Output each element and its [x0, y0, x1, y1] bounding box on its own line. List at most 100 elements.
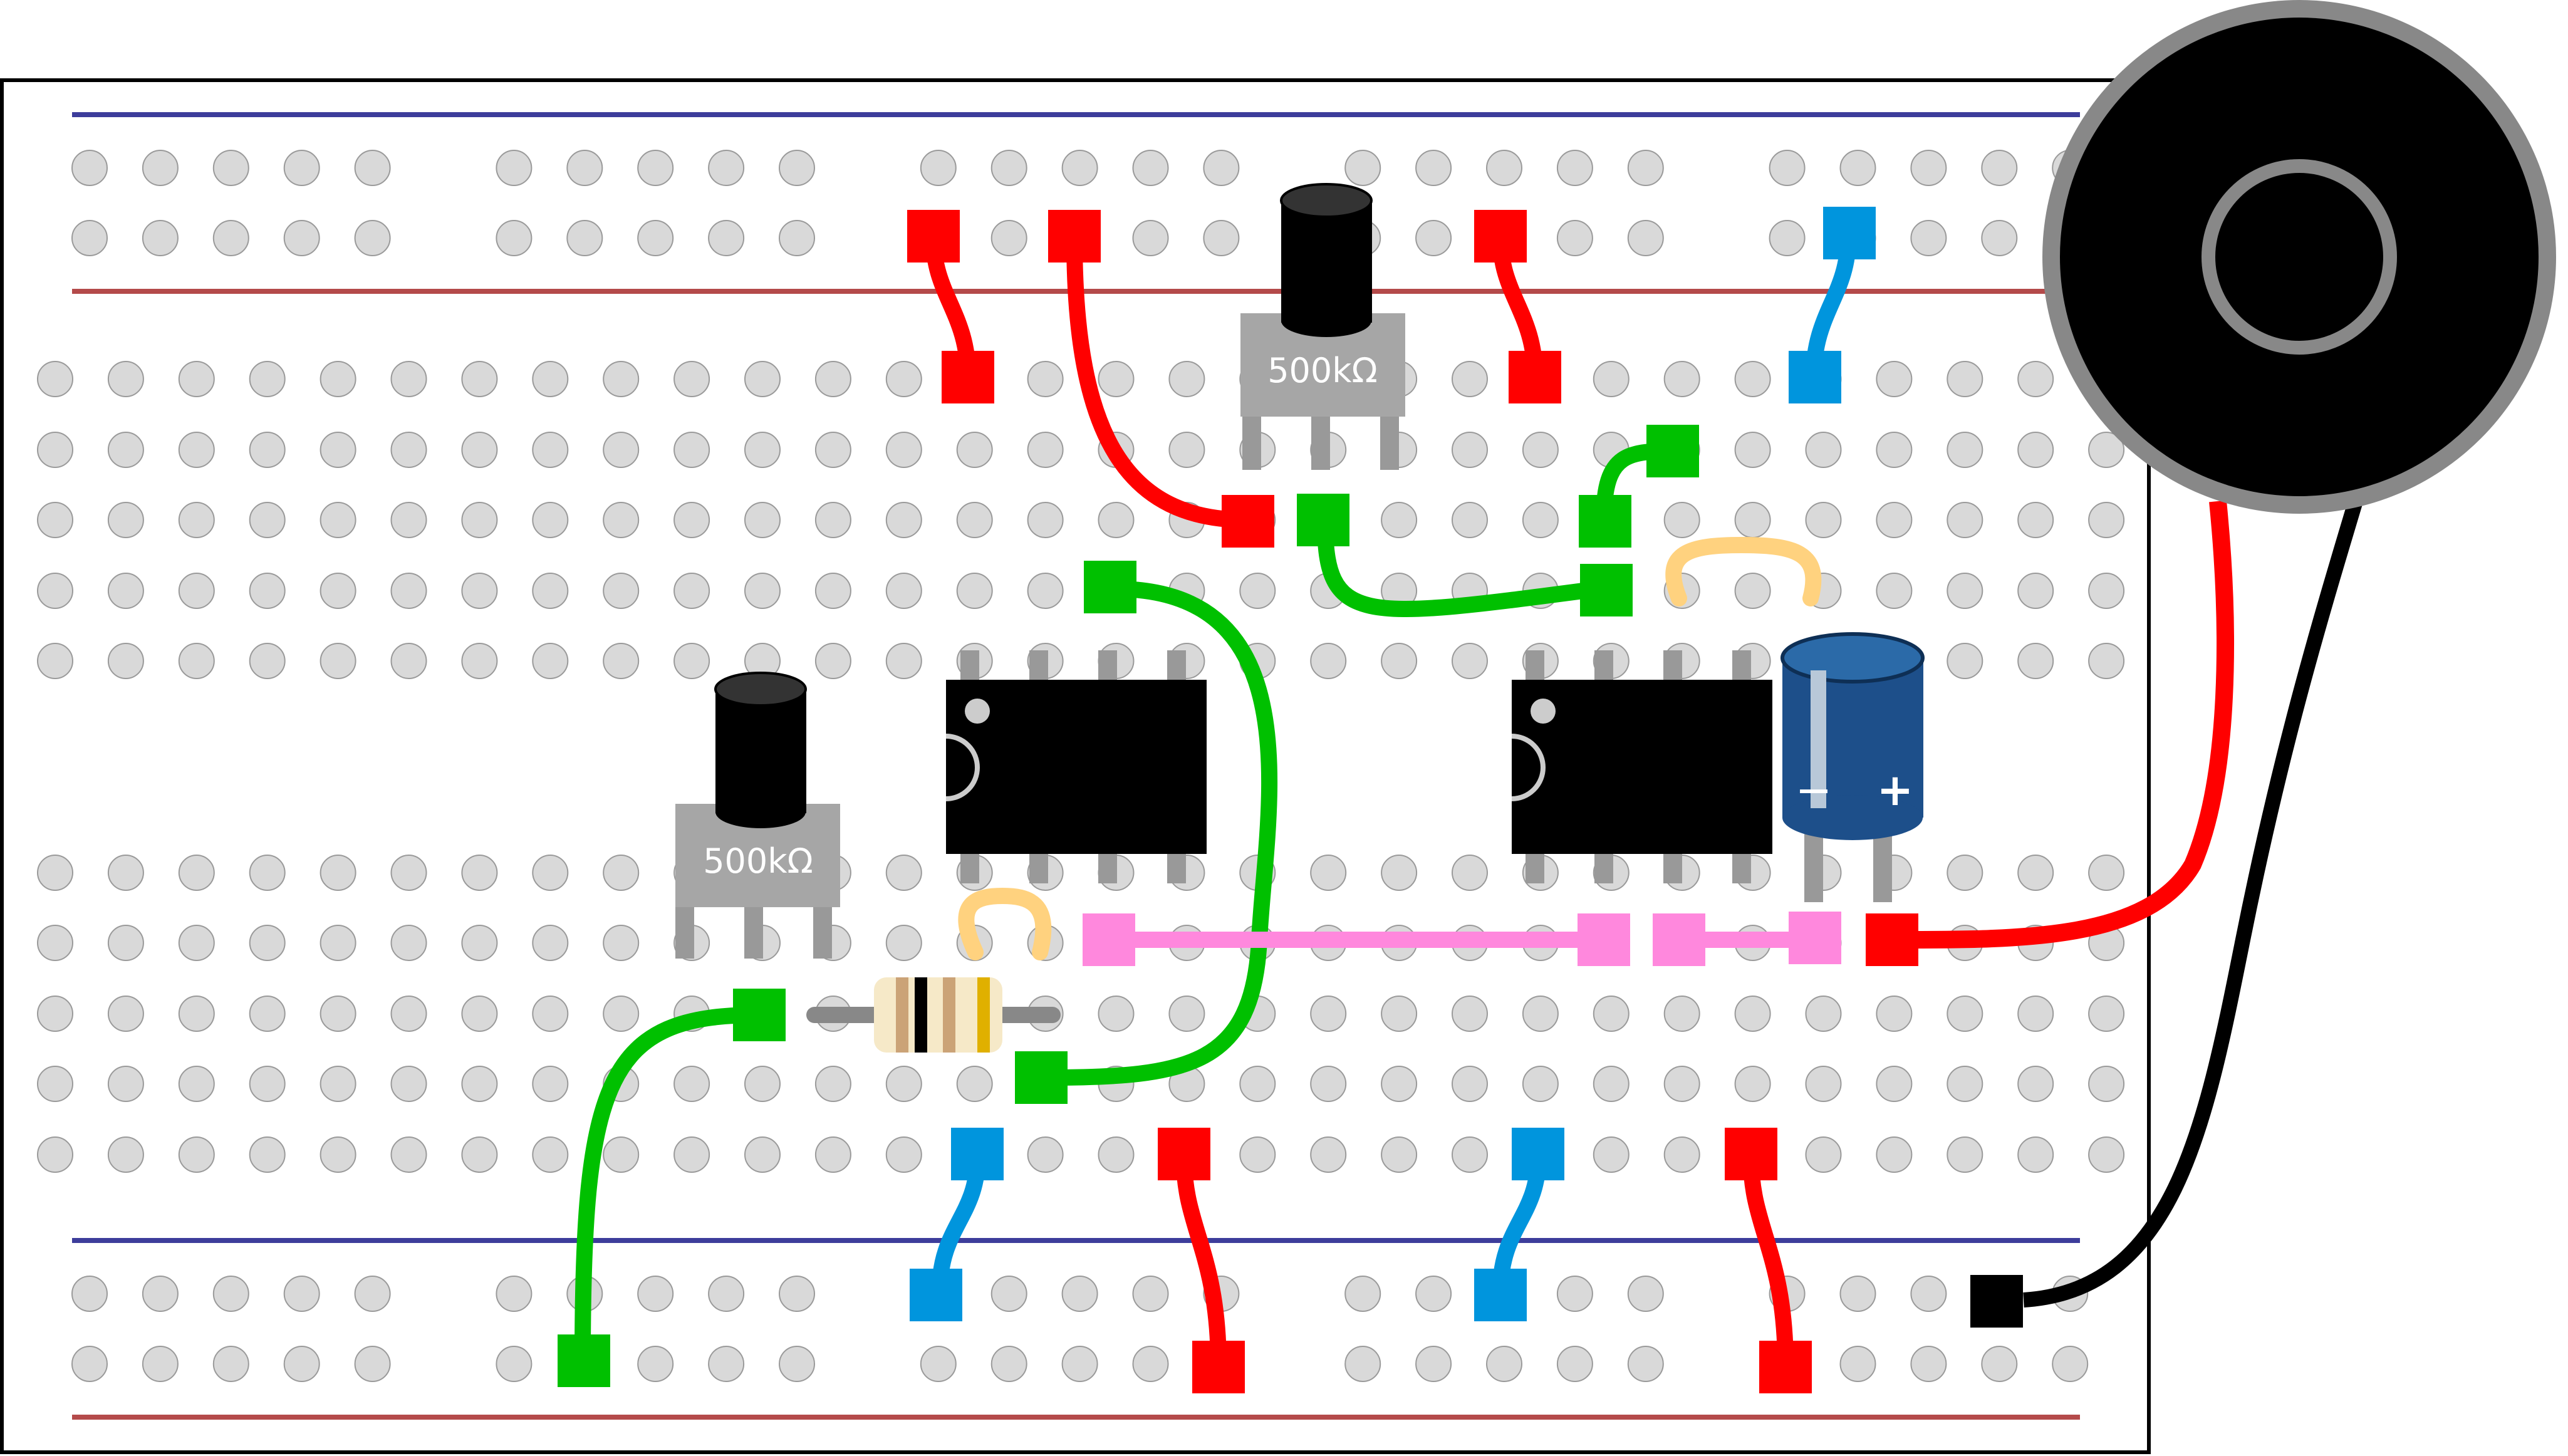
breadboard-hole: [1876, 432, 1913, 468]
breadboard-hole: [249, 925, 286, 961]
breadboard-hole: [532, 432, 569, 468]
wire-red-top-2: [1048, 210, 1274, 548]
breadboard-hole: [885, 432, 922, 468]
breadboard-hole: [1593, 1136, 1630, 1173]
breadboard-hole: [1027, 432, 1064, 468]
breadboard-hole: [142, 1346, 179, 1382]
breadboard-hole: [1132, 150, 1169, 186]
breadboard-hole: [603, 855, 640, 891]
breadboard-hole: [71, 1276, 108, 1312]
breadboard-hole: [107, 925, 144, 961]
wire-green-3: [1015, 561, 1278, 1104]
breadboard-hole: [1556, 150, 1593, 186]
breadboard-hole: [461, 502, 498, 538]
breadboard-hole: [532, 502, 569, 538]
breadboard-hole: [1203, 150, 1240, 186]
wire-red-bottom-1: [1158, 1128, 1245, 1393]
breadboard-hole: [1805, 1136, 1842, 1173]
speaker-lead-red: [1866, 500, 2234, 966]
breadboard-hole: [1734, 432, 1771, 468]
breadboard-hole: [461, 1066, 498, 1102]
breadboard-hole: [320, 855, 356, 891]
breadboard-hole: [461, 432, 498, 468]
breadboard-hole: [1027, 502, 1064, 538]
wire-blue-bottom-2: [1474, 1128, 1564, 1321]
breadboard-hole: [249, 855, 286, 891]
breadboard-hole: [990, 150, 1027, 186]
breadboard-hole: [1947, 502, 1983, 538]
wire-red-top-1: [907, 210, 994, 403]
breadboard-hole: [178, 432, 215, 468]
breadboard-hole: [1627, 1346, 1664, 1382]
breadboard-hole: [1876, 361, 1913, 397]
breadboard-hole: [37, 361, 73, 397]
breadboard-hole: [1132, 1276, 1169, 1312]
breadboard-hole: [354, 1276, 391, 1312]
breadboard-hole: [1452, 1136, 1488, 1173]
breadboard-hole: [532, 573, 569, 609]
breadboard-hole: [1381, 996, 1418, 1032]
breadboard-hole: [1415, 150, 1452, 186]
breadboard-hole: [673, 573, 710, 609]
breadboard-hole: [956, 573, 993, 609]
breadboard-hole: [107, 573, 144, 609]
wire-green-1: [1297, 494, 1633, 617]
breadboard-hole: [1522, 1066, 1559, 1102]
wire-pink-2: [1653, 912, 1841, 966]
breadboard-hole: [1452, 855, 1488, 891]
breadboard-hole: [178, 361, 215, 397]
breadboard-hole: [178, 855, 215, 891]
breadboard-hole: [1947, 432, 1983, 468]
breadboard-hole: [1627, 220, 1664, 256]
breadboard-hole: [814, 1066, 851, 1102]
breadboard-hole: [37, 573, 73, 609]
breadboard-hole: [1098, 996, 1135, 1032]
breadboard-hole: [249, 361, 286, 397]
breadboard-hole: [1947, 1066, 1983, 1102]
breadboard-hole: [744, 1066, 781, 1102]
breadboard-hole: [2088, 855, 2125, 891]
breadboard-hole: [142, 1276, 179, 1312]
breadboard-hole: [107, 361, 144, 397]
breadboard-hole: [779, 150, 815, 186]
breadboard-hole: [1805, 1066, 1842, 1102]
breadboard-hole: [1310, 855, 1347, 891]
breadboard-hole: [708, 220, 745, 256]
breadboard-hole: [1947, 643, 1983, 679]
breadboard-hole: [885, 855, 922, 891]
breadboard-hole: [461, 1136, 498, 1173]
breadboard-hole: [320, 1136, 356, 1173]
breadboard-hole: [107, 1136, 144, 1173]
breadboard-hole: [532, 925, 569, 961]
breadboard-hole: [814, 432, 851, 468]
breadboard-hole: [673, 502, 710, 538]
breadboard-hole: [1876, 1136, 1913, 1173]
breadboard-hole: [1415, 220, 1452, 256]
breadboard-hole: [354, 1346, 391, 1382]
breadboard-hole: [1381, 1066, 1418, 1102]
breadboard-hole: [779, 220, 815, 256]
breadboard-hole: [1098, 502, 1135, 538]
wire-green-2: [1579, 425, 1699, 548]
breadboard-hole: [71, 150, 108, 186]
breadboard-hole: [673, 1136, 710, 1173]
breadboard-hole: [744, 432, 781, 468]
breadboard-hole: [320, 643, 356, 679]
breadboard-hole: [249, 996, 286, 1032]
breadboard-hole: [212, 1346, 249, 1382]
breadboard-hole: [885, 643, 922, 679]
breadboard-hole: [1981, 220, 2018, 256]
breadboard-hole: [814, 1136, 851, 1173]
breadboard-hole: [1769, 150, 1806, 186]
breadboard-hole: [2017, 855, 2054, 891]
breadboard-hole: [708, 150, 745, 186]
breadboard-hole: [1593, 996, 1630, 1032]
breadboard-hole: [212, 220, 249, 256]
breadboard-hole: [1486, 1346, 1522, 1382]
breadboard-hole: [1415, 1346, 1452, 1382]
breadboard-hole: [283, 220, 320, 256]
breadboard-hole: [178, 1066, 215, 1102]
breadboard-hole: [2088, 432, 2125, 468]
breadboard-hole: [212, 150, 249, 186]
breadboard-hole: [71, 220, 108, 256]
